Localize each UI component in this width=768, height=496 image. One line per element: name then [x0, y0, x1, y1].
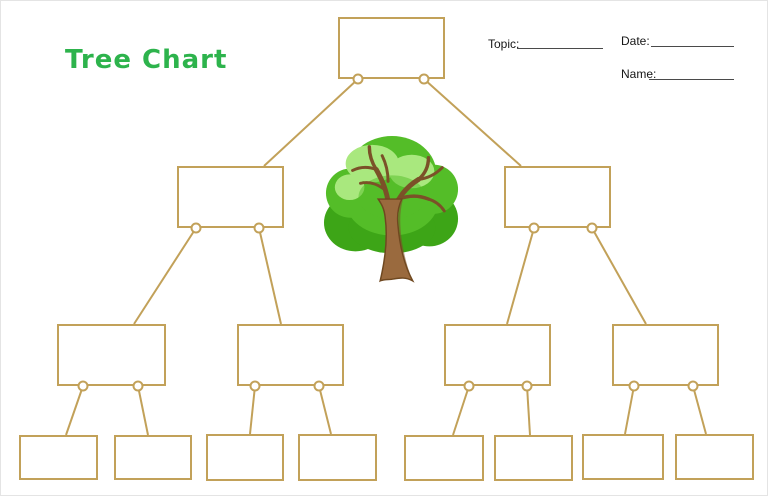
node-leaf-2[interactable]	[114, 435, 192, 480]
date-field[interactable]	[651, 34, 734, 47]
node-leaf-4[interactable]	[298, 434, 377, 481]
node-level3-1[interactable]	[57, 324, 166, 386]
node-level3-2[interactable]	[237, 324, 344, 386]
node-leaf-8[interactable]	[675, 434, 754, 480]
node-leaf-7[interactable]	[582, 434, 664, 480]
node-leaf-1[interactable]	[19, 435, 98, 480]
node-level3-3[interactable]	[444, 324, 551, 386]
page-title: Tree Chart	[65, 45, 228, 75]
name-label: Name:	[621, 67, 657, 81]
tree-illustration	[323, 135, 459, 283]
name-field[interactable]	[649, 67, 734, 80]
topic-field[interactable]	[517, 36, 603, 49]
node-leaf-3[interactable]	[206, 434, 284, 481]
date-label: Date:	[621, 34, 650, 48]
node-leaf-5[interactable]	[404, 435, 484, 481]
topic-label: Topic:	[488, 37, 520, 51]
node-level3-4[interactable]	[612, 324, 719, 386]
node-level2-left[interactable]	[177, 166, 284, 228]
node-level2-right[interactable]	[504, 166, 611, 228]
node-leaf-6[interactable]	[494, 435, 573, 481]
node-root[interactable]	[338, 17, 445, 79]
